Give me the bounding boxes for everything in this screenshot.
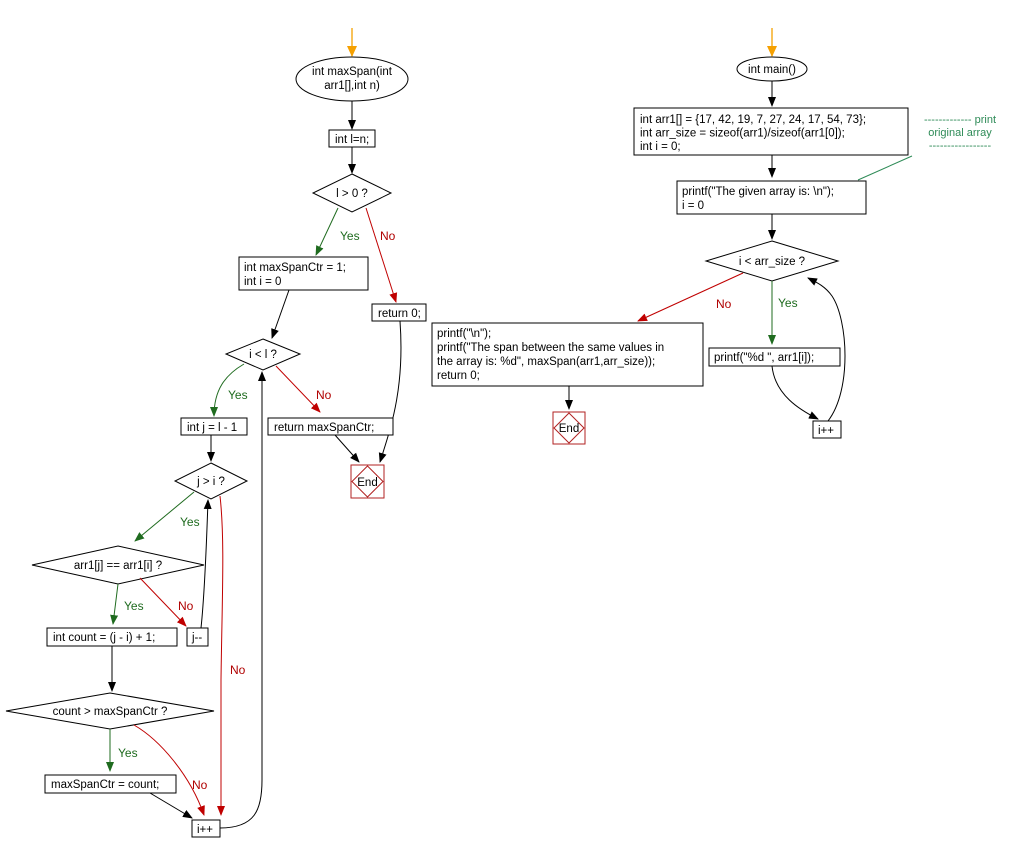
- decision-j-gt-i-text: j > i ?: [196, 476, 225, 488]
- process-return-0-text: return 0;: [378, 308, 421, 320]
- process-inc-i-left-text: i++: [197, 824, 213, 836]
- process-init-j-text: int j = l - 1: [187, 422, 237, 434]
- process-return-maxspanctr: [267, 417, 394, 436]
- label-yes-arrsize: Yes: [778, 296, 798, 310]
- decision-count-gt-ctr-text: count > maxSpanCtr ?: [53, 706, 168, 718]
- process-main-init: [633, 107, 909, 156]
- end-node-right: [552, 411, 586, 445]
- process-assign-ctr: [44, 774, 177, 794]
- comment-connector: [857, 155, 913, 181]
- process-print-element: [708, 347, 841, 367]
- end-node-left-text: End: [357, 477, 377, 489]
- end-node-right-text: End: [559, 423, 579, 435]
- label-no-i: No: [316, 388, 332, 402]
- process-print-given-text: printf("The given array is: \n");i = 0: [682, 186, 834, 212]
- label-yes-count: Yes: [118, 746, 138, 760]
- process-init-l-text: int l=n;: [335, 134, 369, 146]
- process-main-init-text: int arr1[] = {17, 42, 19, 7, 27, 24, 17,…: [640, 114, 866, 153]
- process-inc-i-right-text: i++: [818, 425, 834, 437]
- process-init-maxspanctr: [238, 256, 369, 291]
- process-init-j: [180, 417, 248, 436]
- label-yes-eq: Yes: [124, 599, 144, 613]
- process-dec-j: [186, 627, 209, 647]
- label-no-arrsize: No: [716, 297, 732, 311]
- end-node-left-diamond: [351, 465, 384, 498]
- decision-l-gt-0: [311, 173, 393, 213]
- label-no-l: No: [380, 229, 396, 243]
- decision-i-lt-l: [224, 338, 302, 371]
- start-node-main-text: int main(): [748, 64, 796, 76]
- label-no-eq: No: [178, 599, 194, 613]
- process-return-0: [371, 303, 427, 322]
- process-print-given: [676, 180, 867, 215]
- end-node-right-diamond: [553, 412, 585, 444]
- process-assign-ctr-text: maxSpanCtr = count;: [51, 779, 159, 791]
- label-yes-l: Yes: [340, 229, 360, 243]
- process-print-span: [431, 322, 704, 387]
- label-yes-i: Yes: [228, 388, 248, 402]
- process-return-maxspanctr-text: return maxSpanCtr;: [274, 422, 374, 434]
- start-node-maxspan: [295, 56, 409, 102]
- decision-arr-equal-text: arr1[j] == arr1[i] ?: [74, 560, 162, 572]
- label-no-count: No: [192, 778, 208, 792]
- end-node-left: [350, 464, 385, 499]
- process-init-maxspanctr-text: int maxSpanCtr = 1;int i = 0: [244, 262, 346, 288]
- label-no-j: No: [230, 663, 246, 677]
- process-count-text: int count = (j - i) + 1;: [53, 632, 155, 644]
- label-yes-j: Yes: [180, 515, 200, 529]
- decision-i-lt-arrsize-text: i < arr_size ?: [739, 256, 805, 268]
- process-print-element-text: printf("%d ", arr1[i]);: [714, 352, 814, 364]
- process-print-span-text: printf("\n");printf("The span between th…: [437, 328, 664, 382]
- decision-j-gt-i: [173, 462, 249, 500]
- process-inc-i-right: [812, 420, 842, 439]
- decision-l-gt-0-text: l > 0 ?: [336, 188, 368, 200]
- process-dec-j-text: j--: [191, 632, 202, 644]
- decision-i-lt-l-text: i < l ?: [249, 349, 277, 361]
- right-flowchart: int main() int arr1[] = {17, 42, 19, 7, …: [431, 28, 996, 445]
